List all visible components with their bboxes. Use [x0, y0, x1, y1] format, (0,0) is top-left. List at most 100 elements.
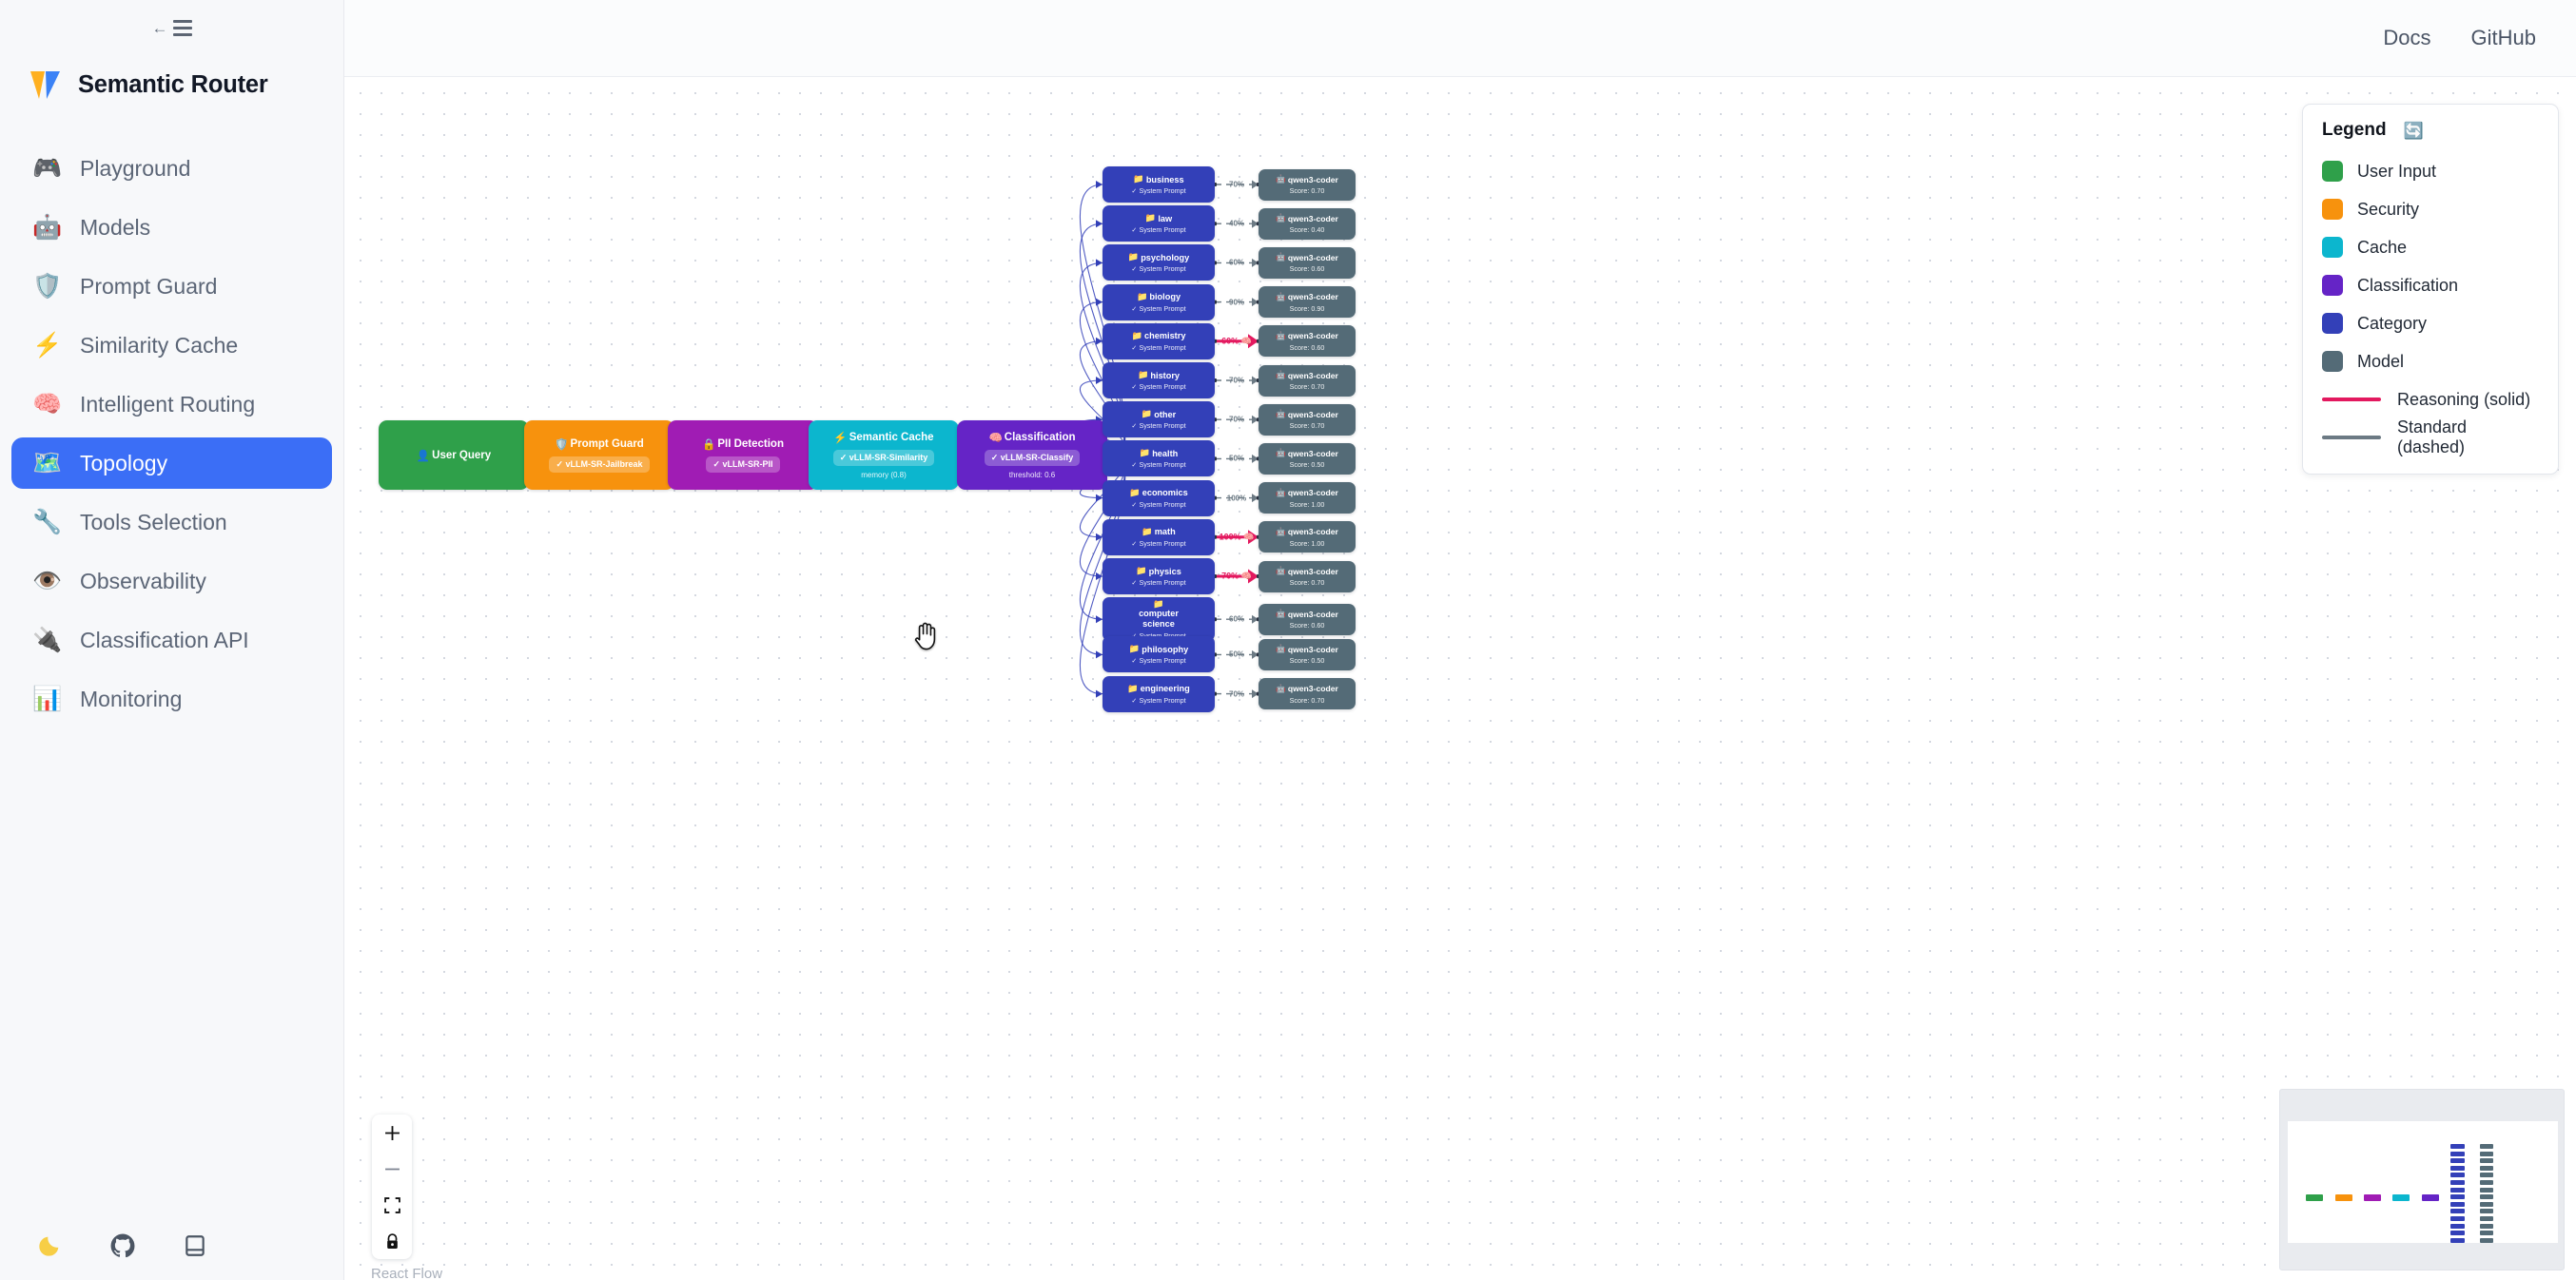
topology-canvas[interactable]: 👤User Query🛡️Prompt Guard✓ vLLM-SR-Jailb…: [344, 77, 2576, 1280]
legend-label: Cache: [2357, 237, 2408, 257]
minimap-node: [2480, 1231, 2493, 1236]
sidebar-item-models[interactable]: 🤖Models: [11, 202, 332, 253]
pipeline-node-pii-detection[interactable]: 🔒PII Detection✓ vLLM-SR-PII: [668, 420, 818, 490]
sidebar-item-playground[interactable]: 🎮Playground: [11, 143, 332, 194]
category-node-law[interactable]: 📁law✓ System Prompt: [1103, 205, 1215, 242]
docs-link[interactable]: Docs: [2383, 26, 2431, 49]
edge-percent-label: 70%: [1229, 689, 1244, 698]
node-meta: ✓ System Prompt: [1131, 421, 1186, 431]
github-icon[interactable]: [110, 1233, 135, 1262]
sidebar-item-classification-api[interactable]: 🔌Classification API: [11, 614, 332, 666]
minimap-node: [2480, 1209, 2493, 1214]
sidebar: ← Semantic Router 🎮Playground 🤖Models 🛡️Pr…: [0, 0, 344, 1280]
sidebar-item-icon: ⚡: [32, 331, 63, 359]
node-icon: 🤖: [1276, 448, 1286, 458]
edge-arrow: [1096, 298, 1103, 306]
category-node-other[interactable]: 📁other✓ System Prompt: [1103, 401, 1215, 438]
node-icon: 📁: [1137, 370, 1149, 379]
category-node-philosophy[interactable]: 📁philosophy✓ System Prompt: [1103, 636, 1215, 673]
sidebar-item-intelligent-routing[interactable]: 🧠Intelligent Routing: [11, 378, 332, 430]
category-node-physics[interactable]: 📁physics✓ System Prompt: [1103, 558, 1215, 594]
node-label: Semantic Cache: [849, 432, 934, 443]
node-meta: ✓ System Prompt: [1131, 538, 1186, 548]
node-icon: 🤖: [1276, 213, 1286, 223]
sidebar-item-observability[interactable]: 👁️Observability: [11, 555, 332, 607]
zoom-in-icon[interactable]: [372, 1115, 412, 1151]
legend-label: Model: [2357, 351, 2405, 371]
legend-item-model: Model: [2322, 342, 2539, 380]
mouse-cursor: [912, 621, 945, 653]
node-icon: 🤖: [1276, 409, 1286, 419]
node-icon: 📁: [1136, 566, 1147, 575]
node-score: Score: 0.60: [1289, 264, 1325, 274]
category-node-history[interactable]: 📁history✓ System Prompt: [1103, 362, 1215, 398]
sidebar-item-tools-selection[interactable]: 🔧Tools Selection: [11, 496, 332, 548]
node-model-chip: ✓ vLLM-SR-Similarity: [832, 450, 935, 466]
sidebar-item-similarity-cache[interactable]: ⚡Similarity Cache: [11, 320, 332, 371]
zoom-out-icon[interactable]: [372, 1151, 412, 1187]
category-node-health[interactable]: 📁health✓ System Prompt: [1103, 440, 1215, 477]
category-node-biology[interactable]: 📁biology✓ System Prompt: [1103, 283, 1215, 320]
flow-layer: 👤User Query🛡️Prompt Guard✓ vLLM-SR-Jailb…: [344, 77, 2576, 1280]
edge-percent-label: 100%: [1227, 494, 1246, 502]
pipeline-node-prompt-guard[interactable]: 🛡️Prompt Guard✓ vLLM-SR-Jailbreak: [524, 420, 674, 490]
minimap[interactable]: [2279, 1089, 2565, 1270]
legend-label: Reasoning (solid): [2397, 389, 2531, 409]
edge-arrow: [1252, 689, 1259, 699]
sidebar-item-monitoring[interactable]: 📊Monitoring: [11, 673, 332, 725]
moon-icon[interactable]: [36, 1232, 63, 1263]
category-node-economics[interactable]: 📁economics✓ System Prompt: [1103, 479, 1215, 516]
node-score: Score: 0.70: [1289, 382, 1325, 391]
sidebar-item-prompt-guard[interactable]: 🛡️Prompt Guard: [11, 261, 332, 312]
pipeline-node-user-query[interactable]: 👤User Query: [379, 420, 529, 490]
category-node-business[interactable]: 📁business✓ System Prompt: [1103, 166, 1215, 203]
brand[interactable]: Semantic Router: [0, 55, 343, 114]
node-label: other: [1154, 409, 1177, 419]
edge-percent-label: 60% 🧠: [1221, 336, 1252, 346]
minimap-node: [2364, 1194, 2381, 1201]
lock-icon[interactable]: [372, 1223, 412, 1259]
book-icon[interactable]: [183, 1233, 207, 1262]
node-label: qwen3-coder: [1287, 566, 1338, 576]
edge-arrow: [1096, 259, 1103, 267]
node-title: 🤖qwen3-coder: [1276, 174, 1338, 184]
node-meta: ✓ System Prompt: [1131, 225, 1186, 235]
node-title: 🤖qwen3-coder: [1276, 448, 1338, 458]
node-score: Score: 0.50: [1289, 460, 1325, 470]
legend-swatch: [2322, 351, 2343, 372]
sidebar-item-label: Intelligent Routing: [80, 391, 256, 417]
github-link[interactable]: GitHub: [2470, 26, 2536, 49]
legend-swatch: [2322, 313, 2343, 334]
node-meta: memory (0.8): [861, 471, 907, 479]
collapse-sidebar-icon[interactable]: ←: [146, 16, 198, 40]
fit-view-icon[interactable]: [372, 1187, 412, 1223]
category-node-engineering[interactable]: 📁engineering✓ System Prompt: [1103, 675, 1215, 712]
node-meta: ✓ System Prompt: [1131, 695, 1186, 705]
node-title: 🤖qwen3-coder: [1276, 370, 1338, 380]
category-node-math[interactable]: 📁math✓ System Prompt: [1103, 518, 1215, 555]
category-node-chemistry[interactable]: 📁chemistry✓ System Prompt: [1103, 322, 1215, 359]
node-score: Score: 0.50: [1289, 656, 1325, 666]
refresh-icon[interactable]: 🔄: [2403, 121, 2424, 140]
sidebar-item-topology[interactable]: 🗺️Topology: [11, 437, 332, 489]
node-score: Score: 1.00: [1289, 499, 1325, 509]
node-title: 🧠Classification: [988, 431, 1075, 444]
category-node-psychology[interactable]: 📁psychology✓ System Prompt: [1103, 244, 1215, 281]
